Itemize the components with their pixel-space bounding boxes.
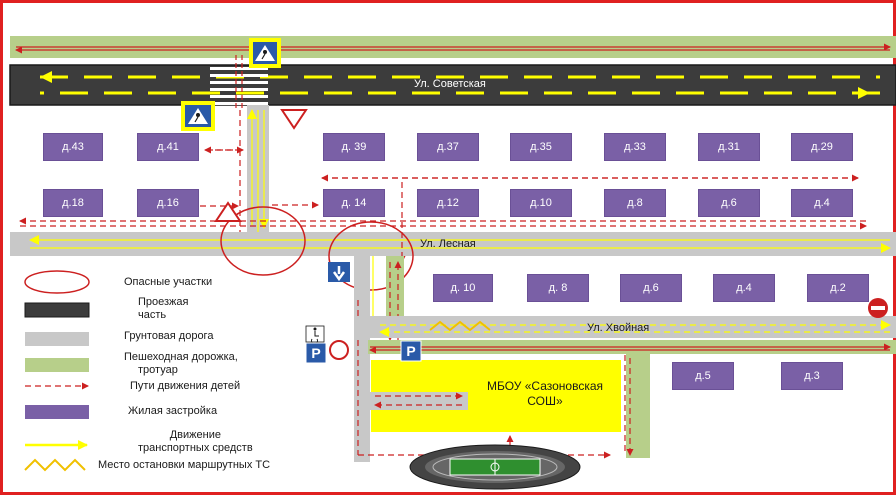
street-label-lesnaya: Ул. Лесная <box>420 238 476 250</box>
house: д.10 <box>510 189 572 217</box>
school-name-line1: МБОУ «Сазоновская <box>486 379 604 393</box>
house: д. 14 <box>323 189 385 217</box>
house: д.41 <box>137 133 199 161</box>
house: д.8 <box>604 189 666 217</box>
house: д.5 <box>672 362 734 390</box>
legend-carriageway-line1: Проезжая <box>138 296 189 308</box>
warning-triangle-sign-icon[interactable] <box>214 201 242 222</box>
legend-child-routes: Пути движения детей <box>130 380 241 392</box>
dirt-road-school-west <box>354 256 370 462</box>
house: д.29 <box>791 133 853 161</box>
legend-sidewalk: Пешеходная дорожка, тротуар <box>124 351 238 377</box>
danger-zone-2 <box>328 221 414 291</box>
house: д.2 <box>807 274 869 302</box>
house: д.31 <box>698 133 760 161</box>
legend-swatches <box>24 270 90 472</box>
legend-carriageway-line2: часть <box>138 309 167 321</box>
carriageway-sovetskaya <box>10 65 896 105</box>
legend-traffic: Движение транспортных средств <box>138 429 253 455</box>
zebra-crossing <box>210 55 268 110</box>
pedestrian-crossing-sign-icon[interactable] <box>181 101 215 131</box>
svg-text:P: P <box>406 343 415 359</box>
house: д.18 <box>43 189 103 217</box>
legend-traffic-line1: Движение <box>169 429 221 441</box>
legend-sidewalk-line2: тротуар <box>138 364 178 376</box>
disabled-parking-sign-icon[interactable] <box>305 325 325 345</box>
legend-danger: Опасные участки <box>124 276 213 288</box>
legend-carriageway: Проезжая часть <box>138 296 189 322</box>
house: д.12 <box>417 189 479 217</box>
house: д. 39 <box>323 133 385 161</box>
legend-bus-stop: Место остановки маршрутных ТС <box>98 459 271 471</box>
parking-sign-icon[interactable]: P <box>400 340 422 362</box>
svg-text:P: P <box>311 345 320 361</box>
legend-dirt-road: Грунтовая дорога <box>124 330 214 342</box>
house: д.4 <box>791 189 853 217</box>
legend-traffic-line2: транспортных средств <box>138 442 253 454</box>
house: д.35 <box>510 133 572 161</box>
sidewalk-east-connector <box>386 256 404 316</box>
vehicle-lane-markings <box>40 71 880 99</box>
house: д. 10 <box>433 274 493 302</box>
parking-sign-icon[interactable]: P <box>305 342 327 364</box>
school-name-line2: СОШ» <box>527 394 563 408</box>
one-way-down-sign-icon[interactable] <box>328 262 350 282</box>
house: д.16 <box>137 189 199 217</box>
street-label-sovetskaya: Ул. Советская <box>414 78 486 90</box>
school-label: МБОУ «Сазоновская СОШ» <box>470 379 620 409</box>
street-label-khvoynaya: Ул. Хвойная <box>587 322 650 334</box>
pedestrian-crossing-sign-icon[interactable] <box>249 38 281 68</box>
house: д.6 <box>620 274 682 302</box>
house: д. 8 <box>527 274 589 302</box>
legend-sidewalk-line1: Пешеходная дорожка, <box>124 351 238 363</box>
legend-housing: Жилая застройка <box>128 405 218 417</box>
stadium-icon <box>409 444 581 490</box>
school-driveway <box>370 392 468 410</box>
house: д.43 <box>43 133 103 161</box>
no-entry-sign-icon[interactable] <box>868 298 888 318</box>
prohibition-circle-sign-icon[interactable] <box>329 340 349 360</box>
house: д.4 <box>713 274 775 302</box>
danger-zone-1 <box>220 206 306 276</box>
house: д.3 <box>781 362 843 390</box>
house: д.37 <box>417 133 479 161</box>
house: д.33 <box>604 133 666 161</box>
bus-stop-marking <box>429 320 491 332</box>
house: д.6 <box>698 189 760 217</box>
yield-triangle-sign-icon[interactable] <box>280 109 308 130</box>
dirt-road-lesnaya <box>10 232 896 256</box>
